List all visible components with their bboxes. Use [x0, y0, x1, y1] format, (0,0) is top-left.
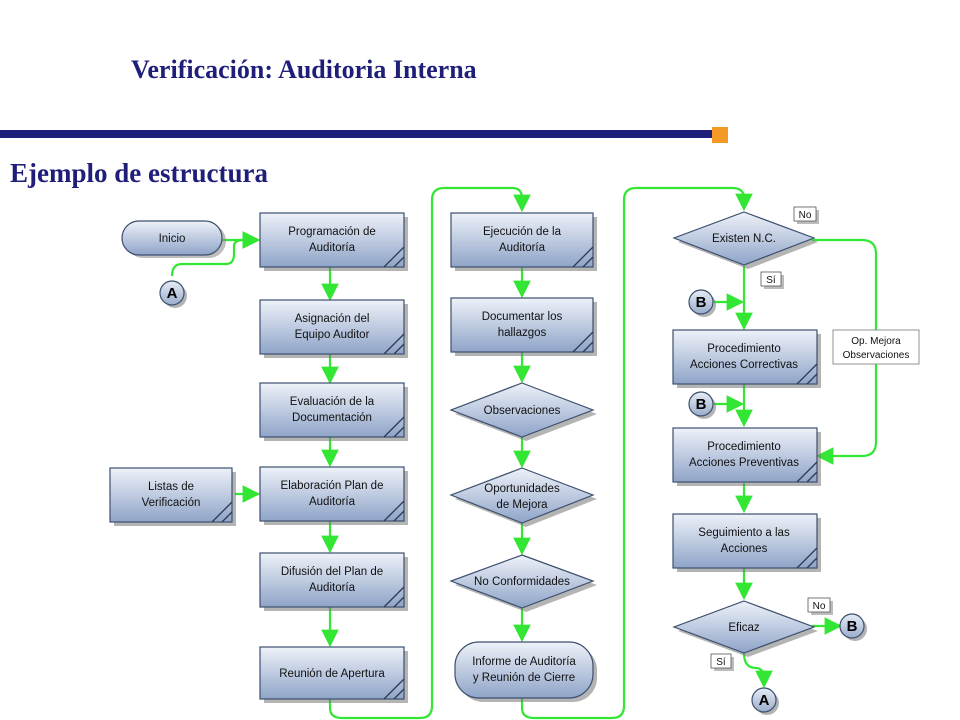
node-reunion-label: Reunión de Apertura: [279, 668, 385, 680]
node-acciones-correctivas: Procedimiento Acciones Correctivas: [672, 329, 821, 388]
node-listas-line1: Listas de: [148, 481, 194, 493]
edge-eficaz-si-a: [742, 652, 773, 689]
node-documentar-line2: hallazgos: [498, 327, 547, 339]
node-programacion: Programación de Auditoría: [259, 212, 408, 271]
node-ejecucion-line2: Auditoría: [499, 242, 546, 254]
node-op-mejora-line2: Observaciones: [843, 350, 910, 361]
connector-b-top: B: [688, 289, 716, 317]
node-ejecucion-line1: Ejecución de la: [483, 226, 562, 238]
branch-no-eficaz-label: No: [813, 601, 826, 612]
connector-b-middle: B: [688, 391, 716, 419]
edge-reunion-ejecucion: [328, 186, 531, 720]
node-existen-nc: Existen N.C.: [672, 211, 818, 269]
node-listas: Listas de Verificación: [109, 467, 236, 526]
branch-no-existen: No: [793, 206, 819, 224]
connector-a-left-label: A: [167, 285, 178, 302]
node-seguimiento-line2: Acciones: [721, 543, 768, 555]
node-no-conformidades: No Conformidades: [449, 554, 597, 612]
connector-a-bottom: A: [751, 687, 779, 715]
node-inicio-label: Inicio: [159, 233, 186, 245]
node-elaboracion: Elaboración Plan de Auditoría: [259, 466, 408, 525]
node-programacion-line2: Auditoría: [309, 242, 356, 254]
node-informe: Informe de Auditoría y Reunión de Cierre: [454, 641, 597, 702]
node-elaboracion-line1: Elaboración Plan de: [281, 480, 384, 492]
node-reunion: Reunión de Apertura: [259, 646, 408, 703]
node-asignacion: Asignación del Equipo Auditor: [259, 299, 408, 358]
node-evaluacion: Evaluación de la Documentación: [259, 382, 408, 441]
node-oportunidades-line1: Oportunidades: [484, 483, 560, 495]
node-existen-nc-label: Existen N.C.: [712, 233, 776, 245]
connector-b-middle-label: B: [696, 396, 707, 413]
branch-si-existen-label: Sí: [766, 275, 776, 286]
node-op-mejora: Op. Mejora Observaciones: [832, 329, 920, 365]
node-elaboracion-line2: Auditoría: [309, 496, 356, 508]
node-programacion-line1: Programación de: [288, 226, 376, 238]
node-informe-line1: Informe de Auditoría: [472, 656, 576, 668]
edge-informe-existen: [520, 186, 753, 720]
connector-b-right: B: [839, 613, 867, 641]
node-evaluacion-line1: Evaluación de la: [290, 396, 375, 408]
node-observaciones: Observaciones: [449, 382, 597, 441]
node-seguimiento: Seguimiento a las Acciones: [672, 513, 821, 572]
node-acciones-preventivas: Procedimiento Acciones Preventivas: [672, 427, 821, 486]
node-eficaz-label: Eficaz: [728, 622, 760, 634]
node-op-mejora-line1: Op. Mejora: [851, 336, 901, 347]
branch-no-eficaz: No: [807, 597, 833, 615]
branch-si-eficaz-label: Sí: [716, 657, 726, 668]
node-oportunidades-line2: de Mejora: [496, 499, 548, 511]
edge-a-programacion: [170, 231, 261, 277]
node-documentar: Documentar los hallazgos: [450, 297, 597, 356]
node-evaluacion-line2: Documentación: [292, 412, 372, 424]
node-inicio: Inicio: [121, 220, 226, 258]
node-correctivas-line1: Procedimiento: [707, 343, 781, 355]
node-asignacion-line1: Asignación del: [295, 313, 370, 325]
connector-b-top-label: B: [696, 294, 707, 311]
node-correctivas-line2: Acciones Correctivas: [690, 359, 798, 371]
node-preventivas-line2: Acciones Preventivas: [689, 457, 799, 469]
node-difusion-line1: Difusión del Plan de: [281, 566, 383, 578]
page-title: Verificación: Auditoria Interna: [131, 55, 477, 84]
connector-b-right-label: B: [847, 618, 858, 635]
branch-no-existen-label: No: [799, 210, 812, 221]
node-observaciones-label: Observaciones: [484, 405, 561, 417]
node-ejecucion: Ejecución de la Auditoría: [450, 212, 597, 271]
connector-a-bottom-label: A: [759, 692, 770, 709]
node-difusion: Difusión del Plan de Auditoría: [259, 552, 408, 611]
node-no-conformidades-label: No Conformidades: [474, 576, 570, 588]
node-preventivas-line1: Procedimiento: [707, 441, 781, 453]
node-asignacion-line2: Equipo Auditor: [295, 329, 370, 341]
node-oportunidades: Oportunidades de Mejora: [449, 467, 597, 527]
node-difusion-line2: Auditoría: [309, 582, 356, 594]
connector-a-left: A: [159, 280, 187, 308]
node-seguimiento-line1: Seguimiento a las: [698, 527, 790, 539]
accent-square: [712, 127, 728, 143]
section-subtitle: Ejemplo de estructura: [10, 158, 268, 188]
node-documentar-line1: Documentar los: [482, 311, 563, 323]
node-listas-line2: Verificación: [142, 497, 201, 509]
branch-si-existen: Sí: [760, 271, 784, 289]
node-informe-line2: y Reunión de Cierre: [473, 672, 575, 684]
node-eficaz: Eficaz: [672, 600, 818, 657]
title-rule: [0, 130, 712, 138]
branch-si-eficaz: Sí: [710, 653, 734, 671]
